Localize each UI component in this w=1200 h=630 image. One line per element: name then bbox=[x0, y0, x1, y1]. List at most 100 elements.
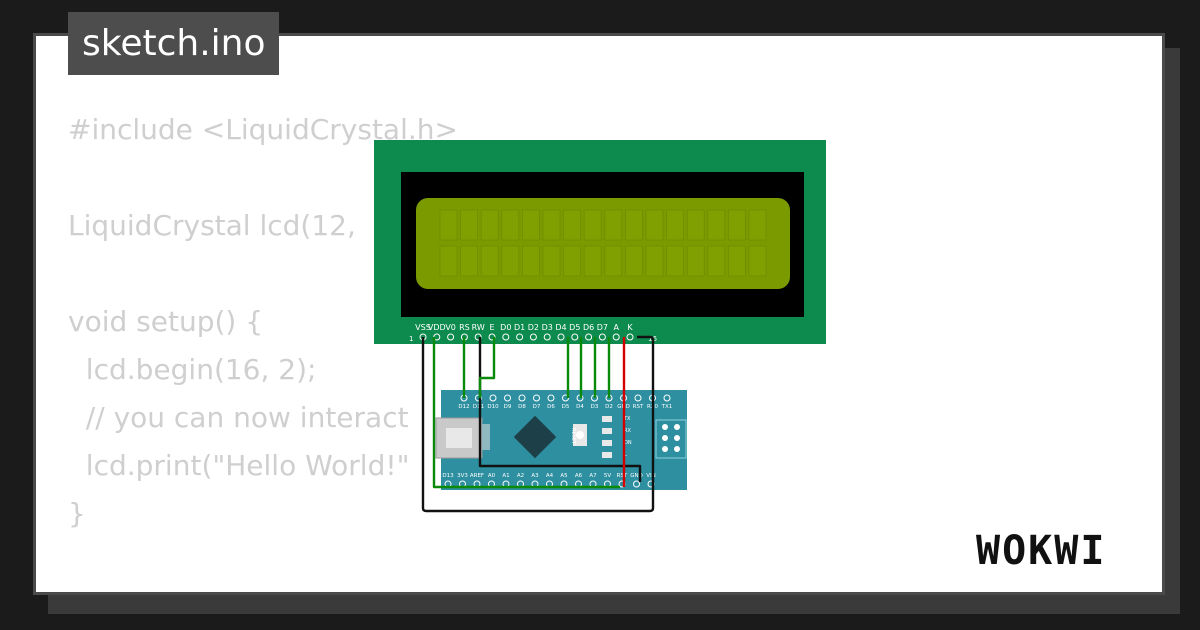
lcd-pin[interactable] bbox=[585, 333, 593, 341]
led-tx-icon bbox=[602, 416, 612, 422]
file-tab[interactable]: sketch.ino bbox=[68, 12, 280, 75]
lcd-cell bbox=[707, 209, 726, 241]
nano-pin-label: D5 bbox=[562, 404, 570, 410]
lcd-pin-label: VSS bbox=[415, 323, 431, 332]
lcd-pin[interactable] bbox=[502, 333, 510, 341]
lcd-cell bbox=[480, 209, 499, 241]
wire-e bbox=[478, 337, 496, 398]
lcd-pin-label: D7 bbox=[597, 323, 608, 332]
code-line: lcd.print("Hello World!" bbox=[68, 449, 410, 482]
lcd-pin-label: D6 bbox=[583, 323, 594, 332]
lcd-cell bbox=[563, 245, 581, 277]
reset-label: RESET bbox=[570, 428, 576, 445]
usb-pad bbox=[482, 424, 490, 450]
nano-pin-label: D13 bbox=[442, 473, 454, 479]
lcd-cell bbox=[666, 245, 684, 277]
nano-pin-label: A5 bbox=[560, 473, 568, 479]
nano-pin[interactable] bbox=[504, 394, 511, 402]
lcd-cell bbox=[439, 209, 458, 241]
lcd-pin-label: D2 bbox=[528, 323, 539, 332]
led-label: L bbox=[624, 452, 627, 458]
lcd-cell bbox=[480, 245, 499, 277]
lcd-pin-label: RS bbox=[459, 323, 470, 332]
lcd-pin[interactable] bbox=[626, 333, 634, 341]
lcd-cell bbox=[501, 209, 520, 241]
icsp-pin bbox=[674, 435, 680, 441]
code-line: } bbox=[68, 497, 86, 530]
lcd-cell bbox=[748, 209, 767, 241]
lcd-cell bbox=[563, 209, 581, 241]
lcd-pin[interactable] bbox=[571, 333, 579, 341]
led-l-icon bbox=[602, 452, 612, 458]
nano-pin-label: A4 bbox=[546, 473, 554, 479]
lcd-pin[interactable] bbox=[447, 333, 455, 341]
lcd-cell bbox=[625, 209, 643, 241]
lcd-pin-label: D0 bbox=[500, 323, 511, 332]
icsp-pin bbox=[662, 424, 668, 430]
code-line: // you can now interact bbox=[68, 401, 409, 434]
lcd-cell bbox=[645, 245, 664, 277]
lcd-character-grid bbox=[439, 209, 767, 277]
lcd-cell bbox=[686, 209, 705, 241]
lcd-pin-first: 1 bbox=[409, 335, 413, 343]
nano-pin[interactable] bbox=[533, 394, 540, 402]
lcd-pin-label: E bbox=[489, 323, 494, 332]
lcd-cell bbox=[583, 245, 602, 277]
nano-pin[interactable] bbox=[634, 394, 642, 402]
lcd-cell bbox=[604, 245, 623, 277]
nano-pin-label: D2 bbox=[605, 404, 613, 410]
nano-pin-label: 5V bbox=[604, 473, 611, 479]
lcd-cell bbox=[522, 209, 540, 241]
nano-pin-label: GND bbox=[630, 473, 643, 479]
led-label: RX bbox=[624, 428, 631, 434]
lcd-pin-label: A bbox=[613, 323, 619, 332]
icsp-pin bbox=[674, 424, 680, 430]
lcd-pin-label: V0 bbox=[445, 323, 456, 332]
nano-pin-label: D8 bbox=[518, 404, 526, 410]
nano-pin[interactable] bbox=[547, 394, 555, 402]
wokwi-logo: WOKWI bbox=[976, 528, 1107, 574]
icsp-pin bbox=[662, 435, 668, 441]
lcd-pin[interactable] bbox=[543, 333, 551, 341]
lcd-pin[interactable] bbox=[557, 333, 565, 341]
nano-pin-label: D4 bbox=[576, 404, 584, 410]
wire-gnd-loop bbox=[421, 335, 655, 513]
lcd-pin-label: K bbox=[627, 323, 633, 332]
lcd-pin[interactable] bbox=[612, 333, 620, 341]
nano-pin[interactable] bbox=[489, 394, 497, 402]
lcd-pin-label: D1 bbox=[514, 323, 525, 332]
nano-pin-label: AREF bbox=[470, 473, 484, 479]
nano-pin-label: TX1 bbox=[661, 404, 673, 410]
nano-pin-label: A2 bbox=[517, 473, 524, 479]
led-label: ON bbox=[624, 440, 632, 446]
nano-pin-label: A6 bbox=[575, 473, 583, 479]
nano-pin-label: A0 bbox=[488, 473, 496, 479]
nano-pin-label: D7 bbox=[533, 404, 541, 410]
code-line: lcd.begin(16, 2); bbox=[68, 353, 317, 386]
nano-pin[interactable] bbox=[518, 394, 526, 402]
lcd-pin[interactable] bbox=[598, 333, 606, 341]
lcd-pin-label: VDD bbox=[428, 323, 446, 332]
nano-pin-label: A3 bbox=[531, 473, 539, 479]
icsp-header bbox=[655, 419, 687, 459]
lcd-pin-label: D5 bbox=[569, 323, 580, 332]
lcd-cell bbox=[583, 209, 602, 241]
lcd-cell bbox=[748, 245, 767, 277]
nano-pin-label: VIN bbox=[646, 473, 656, 479]
nano-pin[interactable] bbox=[633, 480, 640, 488]
lcd-cell bbox=[604, 209, 623, 241]
lcd-cell bbox=[707, 245, 726, 277]
lcd-pin[interactable] bbox=[516, 333, 524, 341]
nano-pin-label: RST bbox=[633, 404, 644, 410]
nano-pin-label: D6 bbox=[547, 404, 555, 410]
code-editor: #include <LiquidCrystal.h>LiquidCrystal … bbox=[68, 106, 458, 592]
lcd-cell bbox=[666, 209, 684, 241]
lcd-cell bbox=[625, 245, 643, 277]
lcd-pin[interactable] bbox=[529, 333, 537, 341]
lcd-cell bbox=[542, 209, 561, 241]
nano-pin[interactable] bbox=[663, 394, 671, 402]
